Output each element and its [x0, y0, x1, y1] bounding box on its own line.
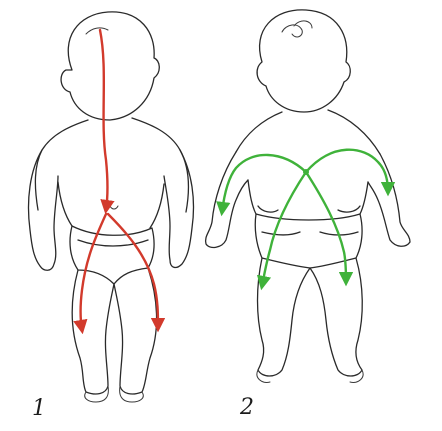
back-right-leg [310, 258, 362, 376]
baby-front-figure [29, 12, 194, 402]
front-hair [86, 28, 108, 34]
back-arrow-to-left-leg [262, 172, 306, 286]
front-torso [35, 118, 188, 228]
back-hair-whorl [282, 21, 312, 37]
back-right-arm [368, 154, 410, 246]
back-arrow-origin-dot [303, 169, 309, 175]
figure-label-1: 1 [32, 398, 46, 420]
back-torso [236, 110, 380, 214]
figure-label-2: 2 [240, 397, 254, 419]
back-arrow-to-right-hand [306, 150, 388, 192]
baby-back-figure [206, 10, 410, 383]
front-right-arm [164, 150, 194, 267]
back-left-arm [206, 152, 248, 247]
front-head [61, 12, 159, 120]
front-navel [110, 206, 118, 209]
front-right-leg [114, 268, 157, 394]
back-left-leg [258, 258, 311, 376]
front-left-arm [29, 150, 59, 270]
front-left-leg [72, 270, 114, 394]
back-head [257, 10, 350, 112]
